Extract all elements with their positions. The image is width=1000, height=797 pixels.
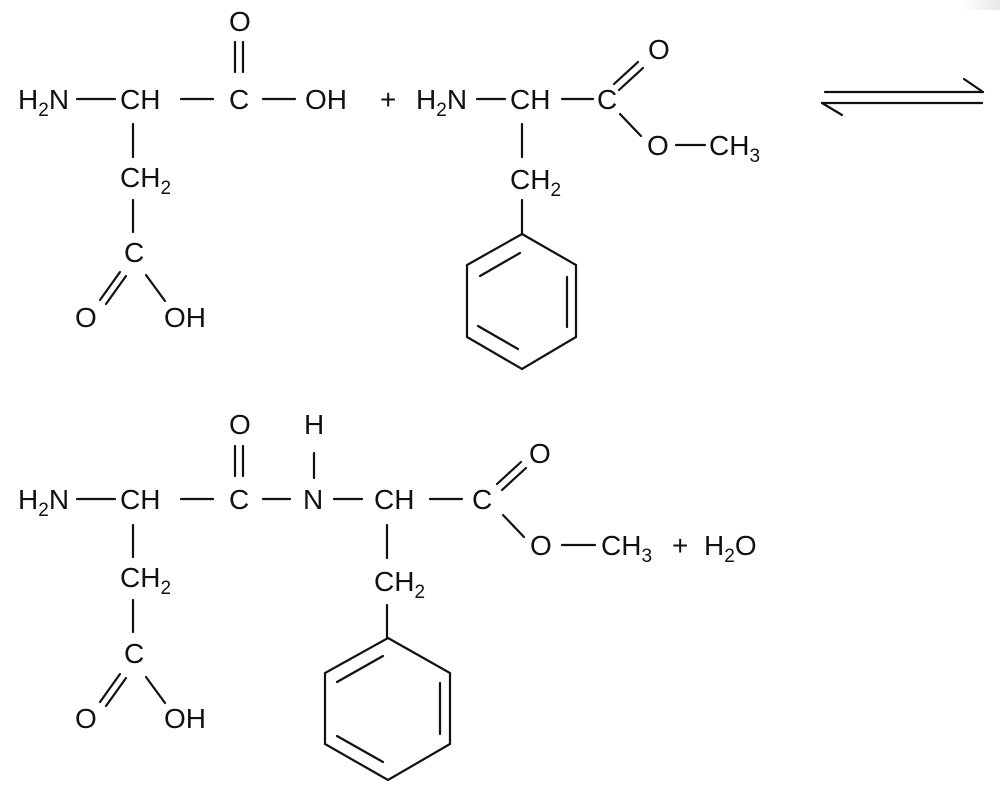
apm-side-oh-label: OH bbox=[164, 703, 206, 734]
asp-side-o-label: O bbox=[75, 302, 97, 333]
asp-side-oh-label: OH bbox=[164, 302, 206, 333]
water-label: H2O bbox=[704, 530, 757, 567]
apm-ch2-2-label: CH2 bbox=[374, 566, 426, 603]
corner-shadow bbox=[960, 0, 1000, 10]
asp-carboxyl-c-label: C bbox=[229, 84, 250, 115]
apm-alpha-ch1-label: CH bbox=[120, 484, 161, 515]
phe-ester-o-label: O bbox=[647, 130, 669, 161]
apm-ch2-1-label: CH2 bbox=[120, 562, 172, 599]
apm-amide-c-label: C bbox=[229, 484, 250, 515]
phe-alpha-ch-label: CH bbox=[510, 84, 551, 115]
apm-side-c-label: C bbox=[124, 638, 145, 669]
apm-methyl-label: CH3 bbox=[601, 530, 653, 567]
apm-amide-h-label: H bbox=[304, 409, 325, 440]
phe-methyl-label: CH3 bbox=[709, 130, 761, 167]
phe-methyl-ester-bonds bbox=[465, 60, 707, 371]
aspartic-acid-bonds bbox=[75, 40, 297, 306]
asp-amine-label: H2N bbox=[18, 84, 70, 121]
phe-ch2-label: CH2 bbox=[510, 164, 562, 201]
apm-ester-c-label: C bbox=[472, 484, 493, 515]
equilibrium-arrow bbox=[820, 77, 985, 117]
apm-ester-carbonyl-o-label: O bbox=[529, 438, 551, 469]
asp-alpha-ch-label: CH bbox=[120, 84, 161, 115]
asp-carbonyl-o-label: O bbox=[229, 6, 251, 37]
apm-amide-n-label: N bbox=[303, 484, 324, 515]
asp-ch2-label: CH2 bbox=[120, 162, 172, 199]
apm-amide-o-label: O bbox=[229, 409, 251, 440]
phe-carboxyl-c-label: C bbox=[597, 84, 618, 115]
apm-side-o-label: O bbox=[75, 703, 97, 734]
benzene-ring-top bbox=[465, 232, 578, 371]
plus-reactants: + bbox=[380, 84, 397, 115]
apm-amine-label: H2N bbox=[18, 484, 70, 521]
asp-hydroxyl-label: OH bbox=[305, 84, 347, 115]
plus-products: + bbox=[672, 530, 689, 561]
asp-side-c-label: C bbox=[124, 237, 145, 268]
phe-carbonyl-o-label: O bbox=[648, 34, 670, 65]
phe-amine-label: H2N bbox=[416, 84, 468, 121]
apm-alpha-ch2-label: CH bbox=[374, 484, 415, 515]
aspartame-bonds bbox=[75, 444, 597, 782]
apm-ester-o-label: O bbox=[530, 530, 552, 561]
benzene-ring-bottom bbox=[323, 636, 452, 782]
